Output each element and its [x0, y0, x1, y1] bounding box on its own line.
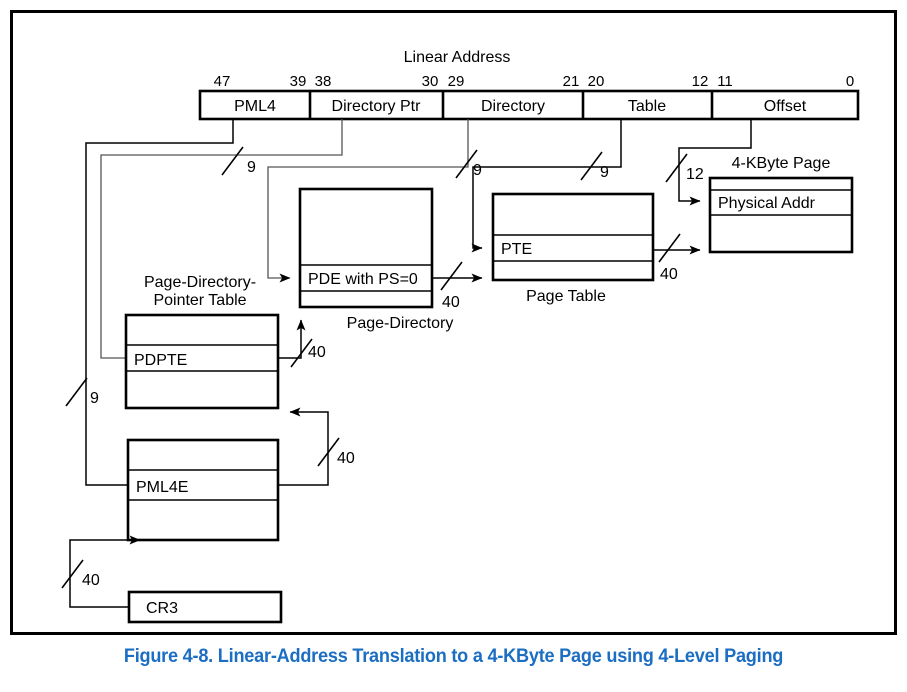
- bit-label-30: 30: [422, 73, 439, 90]
- cell-pde: PDE with PS=0: [308, 271, 418, 288]
- tick-cr3-base: [61, 559, 84, 589]
- label-4kbyte-page: 4-KByte Page: [732, 155, 831, 172]
- route-table-index-to-pte: [471, 119, 622, 253]
- route-pml4e-to-pdpt: [278, 407, 329, 486]
- width-label-pml4-index: 9: [247, 159, 256, 176]
- width-label-table-index: 9: [600, 164, 609, 181]
- pml4-table-box: [126, 438, 280, 542]
- route-pml4-index-to-pml4e: [85, 119, 234, 490]
- tick-pml4-index: [221, 146, 244, 176]
- route-dirptr-index-to-pdpte: [100, 119, 343, 363]
- figure-caption: Figure 4-8. Linear-Address Translation t…: [123, 645, 784, 667]
- route-cr3-to-pml4-table: [69, 535, 141, 608]
- cell-pte: PTE: [501, 241, 532, 258]
- width-label-pte-base: 40: [660, 266, 678, 283]
- field-label-directory: Directory: [481, 98, 545, 115]
- paging-translation-diagram: Linear Address 47 39 38 30 29 21 20 12 1…: [61, 49, 860, 624]
- tick-table-index: [580, 151, 603, 181]
- route-offset-to-physical-addr: [678, 119, 752, 206]
- bit-label-47: 47: [214, 73, 231, 90]
- width-label-pml4-index-lower: 9: [90, 390, 99, 407]
- cell-pdpte: PDPTE: [134, 352, 187, 369]
- width-label-offset-width: 12: [686, 166, 704, 183]
- label-page-table: Page Table: [526, 288, 606, 305]
- route-dir-index-to-pde: [267, 119, 469, 283]
- page-table-box: [491, 192, 655, 282]
- bit-label-0: 0: [846, 73, 854, 90]
- field-label-directory-ptr: Directory Ptr: [332, 98, 422, 115]
- bit-label-38: 38: [315, 73, 332, 90]
- bit-label-21: 21: [563, 73, 580, 90]
- field-label-table: Table: [628, 98, 666, 115]
- width-label-pdpte-base: 40: [308, 344, 326, 361]
- cell-pml4e: PML4E: [136, 479, 188, 496]
- label-pdpt-line1: Page-Directory-: [144, 274, 256, 291]
- tick-offset-width: [665, 153, 688, 183]
- label-page-directory: Page-Directory: [347, 315, 454, 332]
- tick-pte-base: [658, 233, 681, 263]
- tick-pml4-index-lower: [65, 377, 88, 407]
- route-pdpte-to-page-directory: [278, 319, 306, 359]
- cell-cr3: CR3: [146, 600, 178, 617]
- bit-label-39: 39: [290, 73, 307, 90]
- width-label-cr3-base: 40: [82, 572, 100, 589]
- tick-pml4e-base: [317, 437, 340, 467]
- bit-label-20: 20: [588, 73, 605, 90]
- tick-dir-index: [455, 149, 478, 179]
- page-directory-box: [298, 187, 434, 309]
- tick-pdpte-base: [290, 338, 313, 368]
- width-label-pde-base: 40: [442, 294, 460, 311]
- cr3-box: [127, 590, 283, 624]
- bit-label-11: 11: [717, 73, 733, 90]
- pdpt-box: [124, 313, 280, 410]
- bit-label-12: 12: [692, 73, 709, 90]
- bit-label-29: 29: [448, 73, 465, 90]
- width-label-dir-index: 9: [473, 162, 482, 179]
- linear-address-title: Linear Address: [404, 49, 511, 66]
- field-label-offset: Offset: [764, 98, 807, 115]
- width-label-pml4e-base: 40: [337, 450, 355, 467]
- label-pdpt-line2: Pointer Table: [153, 292, 246, 309]
- field-label-pml4: PML4: [234, 98, 276, 115]
- cell-physical-addr: Physical Addr: [718, 195, 816, 212]
- tick-pde-base: [440, 261, 463, 291]
